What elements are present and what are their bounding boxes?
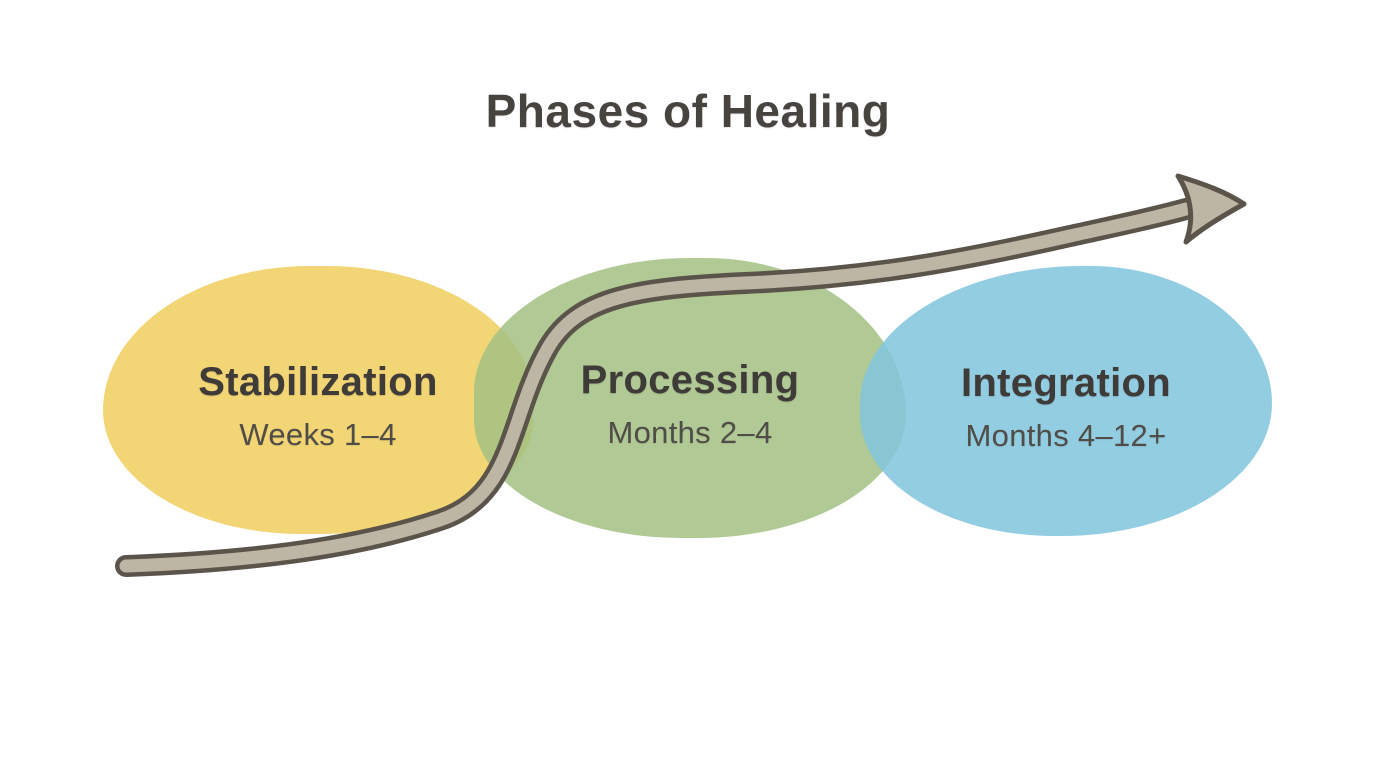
phase-range-integration: Months 4–12+: [965, 417, 1167, 453]
phase-blob-processing: Processing Months 2–4: [474, 258, 906, 538]
arrow-head-icon: [1175, 173, 1247, 245]
phase-name-processing: Processing: [580, 357, 800, 402]
phase-text-stabilization: Stabilization Weeks 1–4: [198, 360, 437, 453]
phase-name-stabilization: Stabilization: [198, 359, 438, 404]
phase-name-integration: Integration: [961, 360, 1171, 405]
phase-range-stabilization: Weeks 1–4: [239, 416, 397, 452]
phase-blob-integration: Integration Months 4–12+: [860, 266, 1272, 536]
phase-range-processing: Months 2–4: [607, 414, 773, 450]
page-title: Phases of Healing: [485, 85, 891, 137]
phase-blob-stabilization: Stabilization Weeks 1–4: [103, 266, 533, 534]
phase-text-processing: Processing Months 2–4: [581, 358, 800, 451]
phase-text-integration: Integration Months 4–12+: [961, 361, 1171, 454]
